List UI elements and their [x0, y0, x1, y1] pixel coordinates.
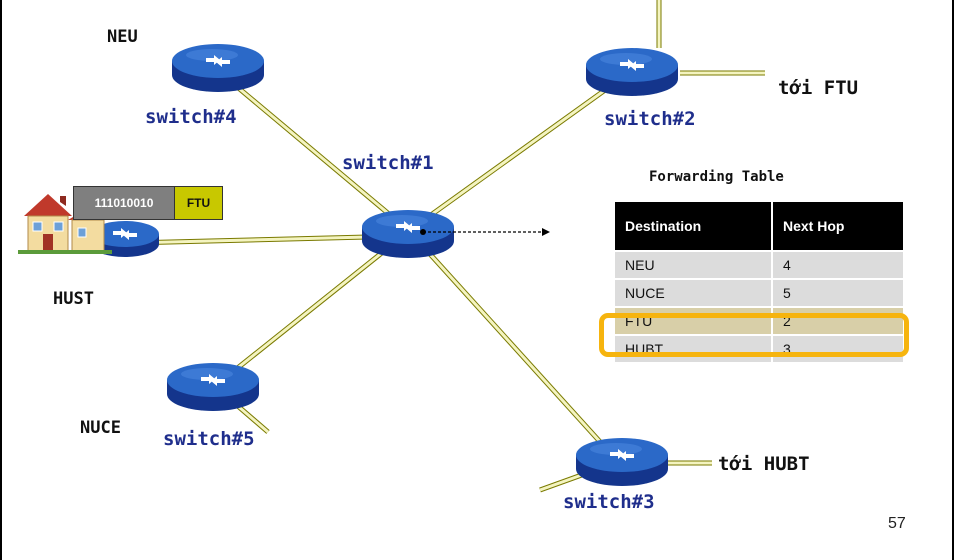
- highlight-box: [599, 313, 909, 357]
- place-label-neu: NEU: [107, 27, 138, 47]
- forwarding-lookup-arrow: [420, 228, 550, 236]
- router-switch5-icon[interactable]: [167, 363, 259, 411]
- switch2-label: switch#2: [604, 108, 696, 130]
- page-number: 57: [888, 515, 906, 532]
- place-label-nuce: NUCE: [80, 418, 121, 438]
- router-switch1-icon[interactable]: [362, 210, 454, 258]
- packet-destination: FTU: [174, 187, 222, 219]
- switch4-label: switch#4: [145, 106, 237, 128]
- header-destination: Destination: [615, 202, 771, 250]
- row-next-hop: 5: [771, 280, 903, 306]
- destination-label-ftu: tới FTU: [778, 77, 859, 99]
- switch1-label: switch#1: [342, 152, 434, 174]
- table-row: NUCE 5: [615, 280, 903, 306]
- link-switch1-switch3: [408, 230, 614, 457]
- forwarding-table-title: Forwarding Table: [649, 169, 784, 185]
- link-switch1-switch5: [208, 230, 410, 392]
- row-next-hop: 4: [771, 252, 903, 278]
- table-row-highlighted: FTU 2: [615, 308, 903, 334]
- router-switch2-icon[interactable]: [586, 48, 678, 96]
- router-switch3-icon[interactable]: [576, 438, 668, 486]
- destination-label-hubt: tới HUBT: [718, 453, 810, 475]
- packet-header: 111010010 FTU: [73, 186, 223, 220]
- links: [129, 0, 765, 493]
- place-label-hust: HUST: [53, 289, 94, 309]
- row-destination: NEU: [615, 252, 771, 278]
- row-next-hop: 2: [771, 308, 903, 334]
- forwarding-table-header: Destination Next Hop: [615, 202, 903, 250]
- slide-border-left: [0, 0, 2, 560]
- router-switch4-icon[interactable]: [172, 44, 264, 92]
- link-switch1-hust: [129, 233, 406, 246]
- switch5-label: switch#5: [163, 428, 255, 450]
- forwarding-table: Destination Next Hop NEU 4 NUCE 5 FTU 2 …: [615, 200, 903, 364]
- link-switch1-switch2: [408, 67, 635, 233]
- row-destination: NUCE: [615, 280, 771, 306]
- table-row: NEU 4: [615, 252, 903, 278]
- link-switch1-switch4: [215, 68, 410, 232]
- switch3-label: switch#3: [563, 491, 655, 513]
- packet-bits: 111010010: [74, 187, 174, 219]
- slide-border-right: [952, 0, 954, 560]
- row-next-hop: 3: [771, 336, 903, 362]
- header-next-hop: Next Hop: [771, 202, 903, 250]
